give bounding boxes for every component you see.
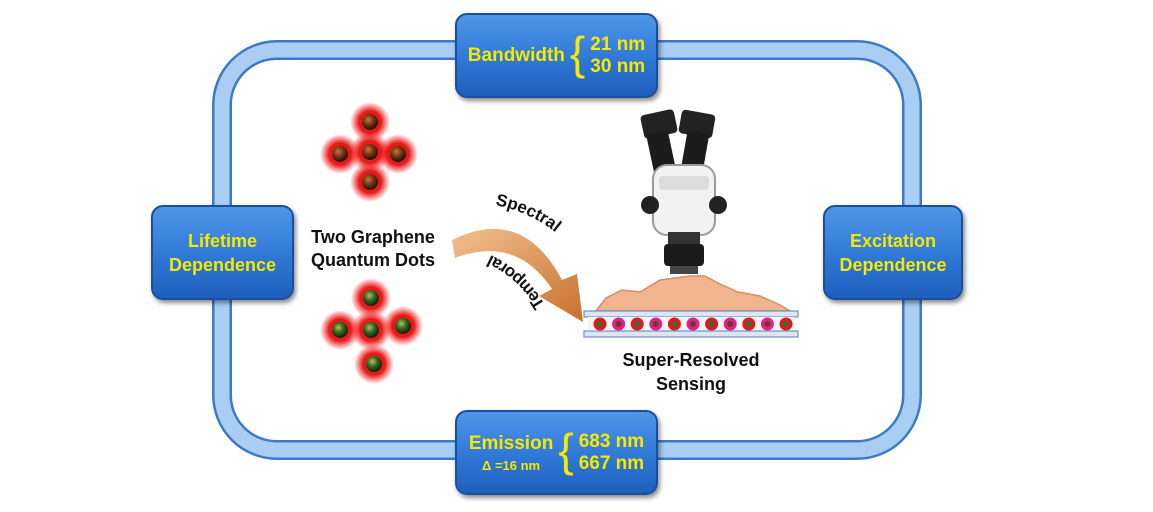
slide-top — [583, 310, 799, 318]
excitation-line1: Excitation — [849, 230, 937, 251]
bandwidth-label: Bandwidth — [467, 44, 565, 66]
lifetime-line1: Lifetime — [187, 230, 257, 251]
dot — [362, 174, 378, 190]
bandwidth-value-2: 30 nm — [590, 55, 646, 77]
dot — [332, 146, 348, 162]
sample-dot — [652, 321, 659, 327]
sample-dot — [764, 321, 771, 327]
excitation-box: Excitation Dependence — [823, 205, 963, 300]
dot — [363, 322, 379, 338]
bandwidth-brace: { — [569, 26, 586, 79]
lifetime-box: Lifetime Dependence — [151, 205, 294, 300]
dot — [362, 144, 378, 160]
dot — [362, 114, 378, 130]
sample-dot — [690, 321, 696, 327]
sample-dot — [634, 321, 641, 327]
dot — [390, 146, 406, 162]
sample-dot — [727, 321, 734, 327]
emission-brace: { — [558, 423, 574, 476]
quantum-dots-brown — [320, 102, 418, 202]
dot — [363, 290, 379, 306]
dot — [332, 322, 348, 338]
sample-dots — [593, 317, 793, 331]
bandwidth-box: Bandwidth { 21 nm 30 nm — [455, 13, 658, 98]
emission-value-1: 683 nm — [578, 430, 645, 452]
emission-value-2: 667 nm — [578, 452, 645, 474]
quantum-dots-label-line1: Two Graphene — [311, 227, 435, 247]
sensing-label-line2: Sensing — [655, 374, 726, 394]
excitation-line2: Dependence — [839, 254, 947, 275]
process-arrow — [452, 228, 583, 322]
slide-bottom — [583, 330, 799, 338]
dot — [366, 356, 382, 372]
sample-dot — [708, 321, 715, 327]
emission-box: Emission Δ =16 nm { 683 nm 667 nm — [455, 410, 658, 495]
quantum-dots-label: Two Graphene Quantum Dots — [298, 226, 448, 272]
quantum-dots-label-line2: Quantum Dots — [311, 250, 435, 270]
quantum-dots-green — [320, 278, 423, 384]
sensing-label: Super-Resolved Sensing — [600, 348, 782, 396]
sample-dot — [615, 321, 622, 327]
spectrum-curve — [594, 275, 793, 312]
sample-dot — [745, 321, 752, 327]
lifetime-line2: Dependence — [168, 254, 277, 275]
bandwidth-value-1: 21 nm — [590, 33, 646, 55]
sensing-label-line1: Super-Resolved — [622, 350, 760, 370]
emission-label: Emission — [468, 432, 554, 454]
sample-dot — [671, 321, 678, 327]
sample-dot — [597, 321, 603, 327]
dot — [395, 318, 411, 334]
microscope-icon — [640, 109, 727, 274]
sample-dot — [783, 321, 789, 327]
emission-delta: Δ =16 nm — [482, 457, 541, 473]
arrow-top-label: Spectral — [494, 190, 565, 235]
